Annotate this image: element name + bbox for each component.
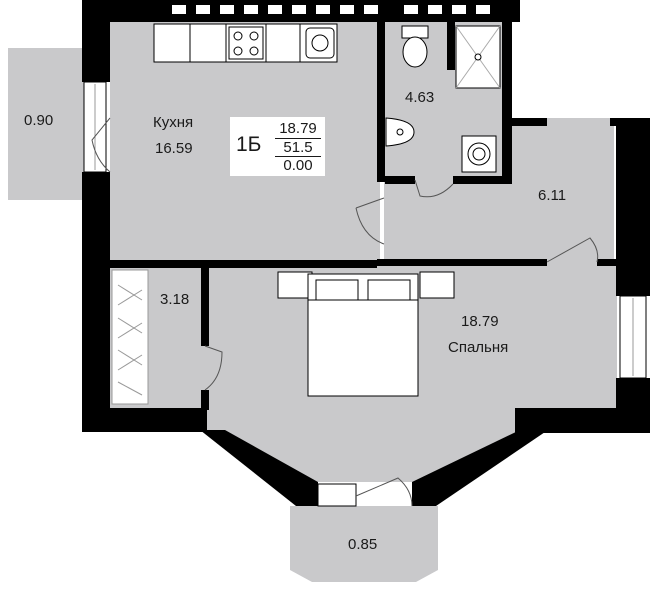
hall-bedroom-wall [377, 259, 547, 266]
bathroom-door-swing [414, 179, 454, 198]
hall-top-wall [512, 118, 547, 126]
window-mark [340, 5, 354, 14]
window-mark [268, 5, 282, 14]
kitchen-door-swing [355, 197, 385, 245]
side-windows [83, 81, 647, 507]
summary-value: 18.79 [279, 120, 317, 137]
sink-drain-icon [311, 34, 329, 52]
wardrobe [111, 269, 149, 405]
right-wall-upper [616, 118, 650, 296]
window-mark [364, 5, 378, 14]
bedroom-area: 18.79 [461, 313, 499, 330]
bay-wall-left [200, 430, 318, 506]
apartment-code: 1Б [236, 133, 262, 156]
stove [228, 26, 264, 60]
window-mark [172, 5, 186, 14]
closet-door-swing [204, 345, 223, 391]
summary-value: 51.5 [275, 138, 321, 157]
kitchen-name: Кухня [153, 114, 194, 131]
bottom-left-wall [82, 408, 207, 432]
hall-bedroom-wall-right [597, 259, 617, 266]
bathroom-wall-bottom [385, 176, 415, 184]
shower-drain-icon [474, 53, 482, 61]
bathroom-wall-right [502, 22, 512, 184]
pillow [315, 279, 359, 301]
bathroom-fixtures [385, 25, 501, 173]
toilet-bowl [402, 36, 428, 68]
bay-door-swing [355, 477, 413, 507]
bedroom-door-swing [546, 237, 599, 263]
window-mark [404, 5, 418, 14]
window-mark [292, 5, 306, 14]
window-mark [220, 5, 234, 14]
burner-icon [249, 46, 259, 56]
closet-area: 3.18 [160, 291, 190, 308]
bathroom-area: 4.63 [405, 89, 435, 106]
closet-wardrobe [111, 269, 149, 405]
balcony-left-door-swing [91, 117, 111, 173]
window-mark [428, 5, 442, 14]
summary-value: 0.00 [283, 157, 313, 174]
bay-wall-right [412, 430, 548, 506]
window-mark [452, 5, 466, 14]
hall-floor [384, 118, 614, 263]
bathroom-wall-bottom-right [453, 176, 510, 184]
top-windows [172, 5, 490, 14]
left-wall-lower [82, 172, 110, 432]
left-wall-upper [82, 0, 110, 82]
left-balcony-floor [8, 48, 84, 200]
closet-wall [201, 268, 209, 346]
window-mark [196, 5, 210, 14]
nightstand-left [277, 271, 313, 299]
hall-area: 6.11 [538, 187, 567, 204]
closet-wall-bottom [201, 390, 209, 410]
toilet-tank [401, 25, 429, 39]
apartment-summary: 1Б 18.79 51.5 0.00 [230, 117, 325, 176]
kitchen-area: 16.59 [155, 140, 193, 157]
kitchen-bedroom-wall [110, 260, 377, 268]
bedroom-name: Спальня [448, 339, 509, 356]
bathroom-inner-wall [447, 22, 455, 70]
burner-icon [233, 31, 243, 41]
kitchen-fixtures [153, 23, 338, 63]
bedroom-furniture [277, 271, 455, 397]
window-mark [244, 5, 258, 14]
bottom-right-wall [515, 408, 650, 433]
nightstand-right [419, 271, 455, 299]
doors [91, 117, 599, 507]
left-balcony-area: 0.90 [24, 112, 54, 129]
basin-drain-icon [396, 128, 404, 136]
bathroom-wall-left [377, 22, 385, 182]
bay-door-window [317, 483, 357, 507]
pillow [367, 279, 411, 301]
burner-icon [249, 31, 259, 41]
window-mark [316, 5, 330, 14]
bottom-balcony-area: 0.85 [348, 536, 378, 553]
burner-icon [233, 46, 243, 56]
window-mark [476, 5, 490, 14]
bottom-balcony-floor [290, 506, 438, 582]
